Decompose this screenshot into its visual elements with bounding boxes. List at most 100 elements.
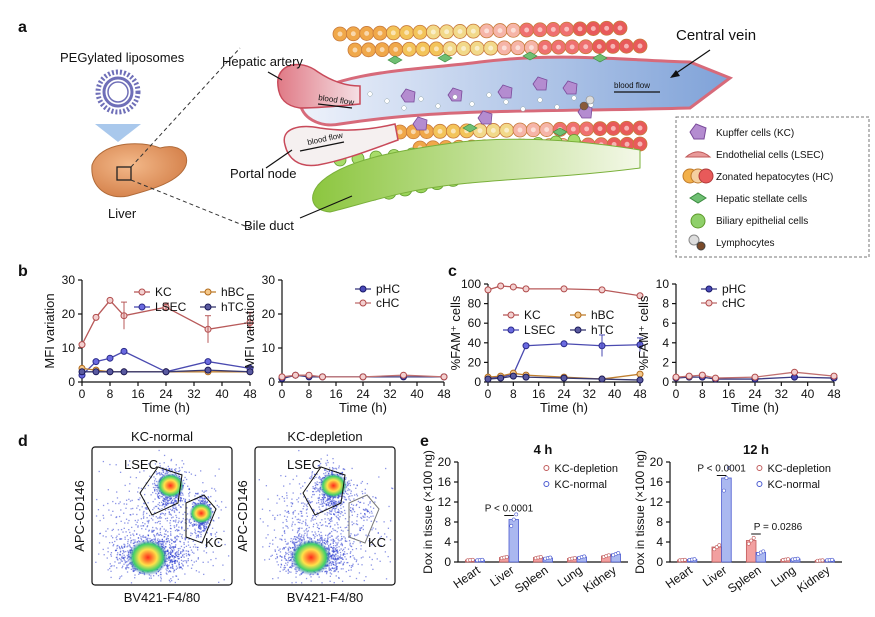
central-vein-label: Central vein (676, 27, 756, 44)
event-dot (337, 497, 339, 499)
event-dot (118, 553, 121, 556)
event-dot (181, 554, 184, 556)
event-dot (210, 559, 212, 561)
y-axis-label: MFI variation (42, 293, 57, 368)
event-dot (164, 541, 166, 543)
event-dot (194, 498, 196, 501)
event-dot (143, 470, 145, 472)
event-dot (321, 541, 324, 543)
event-dot (330, 555, 333, 558)
event-dot (345, 477, 347, 479)
legend-label-LSEC: LSEC (524, 323, 556, 337)
x-tick-label: 16 (532, 387, 546, 401)
event-dot (183, 541, 185, 544)
data-point-cHC (698, 371, 706, 379)
event-dot (320, 531, 322, 534)
data-point-hTC (78, 368, 86, 376)
event-dot (185, 471, 187, 473)
y-tick-label: 20 (468, 355, 482, 369)
event-dot (328, 547, 330, 549)
event-dot (327, 472, 330, 475)
event-dot (324, 538, 326, 540)
event-dot (201, 494, 203, 496)
event-dot (195, 546, 197, 548)
liposome-particle (520, 106, 526, 112)
event-dot (207, 522, 209, 524)
event-dot (127, 564, 129, 566)
event-dot (170, 527, 172, 530)
hepatocyte-cell-nucleus (450, 128, 456, 134)
event-dot (329, 500, 331, 502)
liposome-particle (384, 98, 390, 104)
event-dot (306, 531, 308, 533)
event-dot (332, 498, 334, 500)
event-dot (194, 502, 196, 504)
data-point-cHC (400, 371, 407, 379)
event-dot (181, 460, 183, 462)
event-dot (338, 549, 341, 551)
liposome-particle (571, 95, 577, 101)
event-dot (303, 530, 305, 532)
event-dot (164, 517, 167, 520)
event-dot (152, 529, 155, 532)
event-dot (304, 521, 307, 523)
event-dot (195, 536, 198, 539)
event-dot (150, 494, 152, 496)
event-dot (336, 565, 338, 568)
event-dot (184, 538, 186, 540)
event-dot (178, 566, 181, 568)
event-dot (199, 528, 202, 530)
event-dot (277, 577, 279, 579)
event-dot (330, 502, 333, 505)
event-dot (338, 577, 340, 579)
event-dot (335, 555, 337, 557)
event-dot (283, 497, 285, 500)
event-dot (274, 550, 277, 553)
legend-marker (574, 326, 582, 334)
data-point-KC (560, 285, 568, 293)
liposome-particle (401, 105, 407, 111)
stellate-cell-icon (689, 192, 707, 204)
legend-label-KC: KC (524, 308, 541, 322)
event-dot (170, 497, 173, 500)
event-dot (183, 543, 185, 545)
event-dot (140, 536, 142, 538)
event-dot (319, 478, 321, 480)
event-dot (127, 542, 129, 545)
event-dot (159, 474, 161, 476)
event-dot (286, 497, 288, 499)
event-dot (187, 553, 190, 555)
event-dot (274, 549, 276, 551)
event-dot (175, 554, 177, 556)
event-dot (347, 524, 349, 526)
event-dot (355, 577, 358, 580)
y-tick-label: 80 (468, 297, 482, 311)
legend-marker (204, 288, 212, 296)
event-dot (344, 537, 346, 539)
x-tick-label: 0 (485, 387, 492, 401)
event-dot (168, 541, 171, 543)
event-dot (276, 502, 278, 504)
event-dot (157, 538, 159, 540)
event-dot (218, 581, 220, 583)
event-dot (117, 559, 119, 561)
data-point-KC (598, 286, 606, 294)
cell-legend-items: Kupffer cells (KC)Endothelial cells (LSE… (682, 123, 833, 251)
liposome-icon (95, 69, 141, 115)
event-dot (330, 518, 332, 520)
hepatocyte-cell-nucleus (352, 47, 358, 53)
y-tick-label: 6 (662, 316, 669, 330)
legend-label-hTC: hTC (591, 323, 614, 337)
y-tick-label: 4 (662, 336, 669, 350)
event-dot (102, 504, 105, 507)
event-dot (152, 491, 154, 494)
event-dot (204, 530, 206, 532)
event-dot (330, 569, 332, 572)
event-dot (326, 499, 329, 502)
event-dot (172, 546, 174, 549)
event-dot (317, 490, 319, 492)
legend-label-hBC: hBC (591, 308, 615, 322)
event-dot (203, 491, 205, 493)
event-dot (174, 505, 176, 507)
data-point-hTC (246, 368, 254, 376)
